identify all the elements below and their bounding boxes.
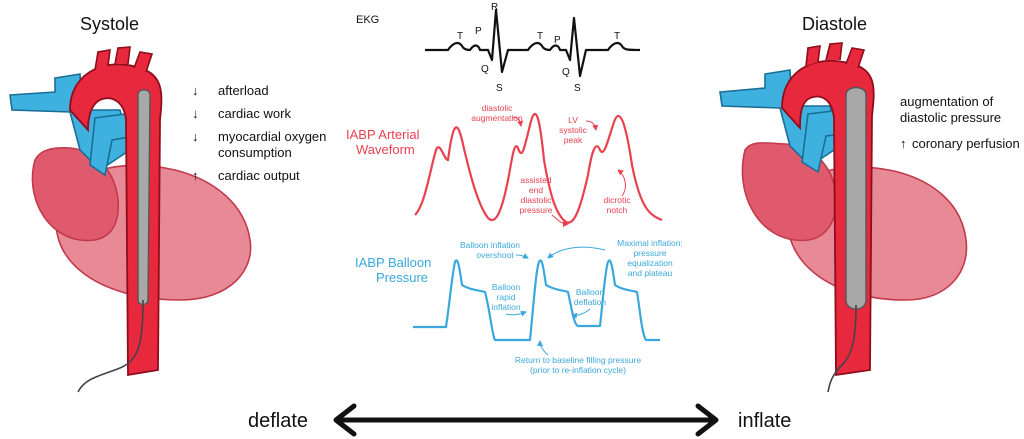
effect-label: augmentation of xyxy=(900,94,994,109)
diastole-heart-illustration xyxy=(719,42,968,393)
effect-arrow: ↓ xyxy=(192,83,199,98)
ekg-wave-labels: T P R Q S T P Q S T xyxy=(457,2,620,94)
annotation-assisted-end-diastolic: pressure xyxy=(519,205,552,215)
ekg-label-r: R xyxy=(491,2,498,13)
annotation-inflation-overshoot: Balloon inflation xyxy=(460,240,520,250)
effect-arrow: ↓ xyxy=(192,106,199,121)
catheter xyxy=(827,304,857,393)
annotation-lv-systolic-peak: peak xyxy=(564,135,583,145)
effect-label: diastolic pressure xyxy=(900,110,1001,125)
arterial-title-line: IABP Arterial xyxy=(346,127,420,142)
diastole-effects-list: augmentation of diastolic pressure ↑ cor… xyxy=(900,94,1020,151)
inflated-balloon xyxy=(845,86,867,310)
annotation-lv-systolic-peak: LV xyxy=(568,115,578,125)
annotation-diastolic-augmentation: diastolic xyxy=(482,103,513,113)
annotation-maximal-inflation: equalization xyxy=(627,258,673,268)
deflated-balloon xyxy=(137,89,151,306)
annotation-rapid-inflation: rapid xyxy=(497,292,516,302)
annotation-rapid-inflation: Balloon xyxy=(492,282,521,292)
ekg-label-q: Q xyxy=(481,64,489,75)
ekg-title: EKG xyxy=(356,14,379,26)
ekg-trace xyxy=(425,8,641,78)
arterial-pressure-trace xyxy=(414,112,663,224)
annotation-lv-systolic-peak: systolic xyxy=(559,125,588,135)
systole-effects-list: ↓ afterload ↓ cardiac work ↓ myocardial … xyxy=(192,83,326,183)
ekg-label-q: Q xyxy=(562,67,570,78)
aortic-branches xyxy=(94,46,154,73)
balloon-title-line: IABP Balloon xyxy=(355,255,431,270)
annotation-dicrotic-notch: notch xyxy=(607,205,628,215)
ekg-label-t: T xyxy=(537,31,543,42)
ekg-label-t: T xyxy=(614,31,620,42)
effect-label: cardiac output xyxy=(218,168,300,183)
deflate-label: deflate xyxy=(248,410,308,432)
balloon-pressure-trace xyxy=(413,259,660,342)
arterial-annotation-arrows xyxy=(511,116,626,227)
catheter xyxy=(77,299,144,393)
ekg-label-p: P xyxy=(475,26,482,37)
balloon-pressure-title: IABP Balloon Pressure xyxy=(355,255,431,285)
balloon-annotations: Balloon inflation overshoot Maximal infl… xyxy=(460,238,683,375)
effect-label: cardiac work xyxy=(218,106,291,121)
effect-arrow: ↑ xyxy=(192,168,199,183)
ekg-label-s: S xyxy=(496,83,503,94)
annotation-baseline: Return to baseline filling pressure xyxy=(515,355,641,365)
systole-title: Systole xyxy=(80,14,139,34)
aortic-branches xyxy=(805,42,866,69)
diastole-title: Diastole xyxy=(802,14,867,34)
balloon-title-line: Pressure xyxy=(376,270,428,285)
ekg-label-s: S xyxy=(574,83,581,94)
effect-label: consumption xyxy=(218,145,292,160)
annotation-maximal-inflation: pressure xyxy=(633,248,666,258)
ekg-label-t: T xyxy=(457,31,463,42)
effect-label: coronary perfusion xyxy=(912,136,1020,151)
annotation-baseline: (prior to re-inflation cycle) xyxy=(530,365,626,375)
arterial-title-line: Waveform xyxy=(356,142,415,157)
effect-label: myocardial oxygen xyxy=(218,129,326,144)
annotation-assisted-end-diastolic: assisted xyxy=(520,175,551,185)
annotation-deflation: deflation xyxy=(574,297,606,307)
effect-arrow: ↑ xyxy=(900,136,907,151)
heart-atrium xyxy=(31,147,120,242)
effect-arrow: ↓ xyxy=(192,129,199,144)
annotation-diastolic-augmentation: augmentation xyxy=(471,113,523,123)
annotation-deflation: Balloon xyxy=(576,287,605,297)
deflate-inflate-double-arrow-icon xyxy=(333,403,719,437)
inflate-label: inflate xyxy=(738,410,791,432)
arterial-annotations: diastolic augmentation LV systolic peak … xyxy=(471,103,631,215)
annotation-dicrotic-notch: dicrotic xyxy=(604,195,632,205)
annotation-maximal-inflation: and plateau xyxy=(628,268,673,278)
effect-label: afterload xyxy=(218,83,269,98)
annotation-assisted-end-diastolic: end xyxy=(529,185,543,195)
systole-heart-illustration xyxy=(9,46,252,393)
annotation-rapid-inflation: inflation xyxy=(491,302,521,312)
annotation-maximal-inflation: Maximal inflation: xyxy=(617,238,683,248)
balloon-annotation-arrows xyxy=(505,246,606,356)
ekg-label-p: P xyxy=(554,35,561,46)
arterial-waveform-title: IABP Arterial Waveform xyxy=(346,127,420,157)
annotation-inflation-overshoot: overshoot xyxy=(476,250,514,260)
annotation-assisted-end-diastolic: diastolic xyxy=(521,195,552,205)
